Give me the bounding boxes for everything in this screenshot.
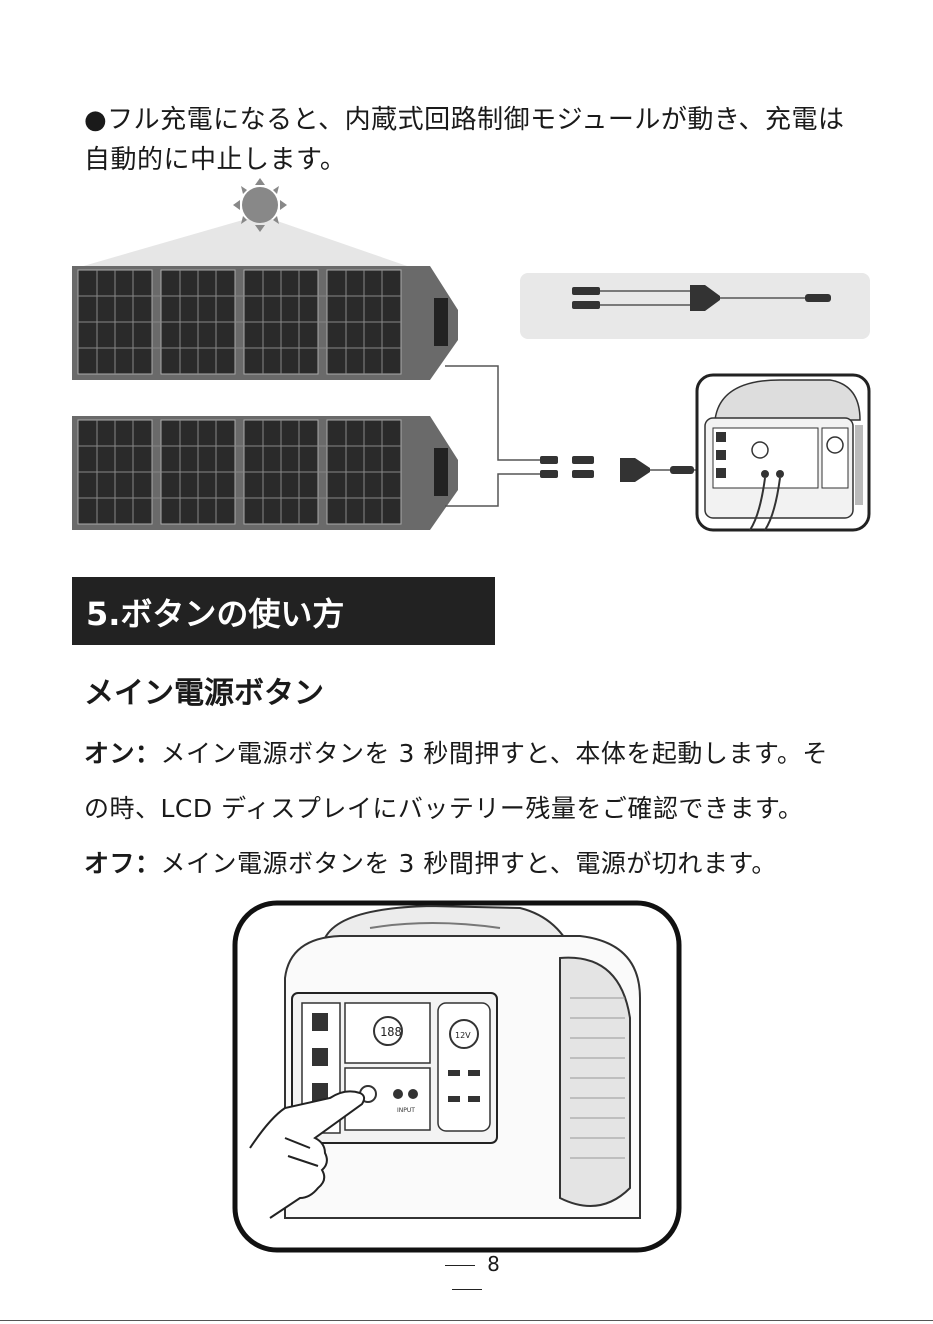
page-number-value: 8 [487, 1252, 500, 1276]
page-number: 8 [410, 1252, 523, 1300]
on-text-1: メイン電源ボタンを 3 秒間押すと、本体を起動します。そ [161, 739, 828, 768]
page-dash-right [452, 1289, 482, 1290]
lcd-readout: 188 [380, 1025, 402, 1039]
off-text: メイン電源ボタンを 3 秒間押すと、電源が切れます。 [161, 849, 777, 878]
ac-outlet-2 [312, 1048, 328, 1066]
y-connector-lower [540, 456, 694, 482]
solar-panel-bottom [72, 416, 458, 530]
off-line: オフ：メイン電源ボタンを 3 秒間押すと、電源が切れます。 [84, 844, 777, 884]
solar-panel-top [72, 266, 458, 380]
cable-lines [445, 366, 700, 506]
section-title: 5.ボタンの使い方 [86, 589, 344, 635]
section-header: 5.ボタンの使い方 [72, 577, 495, 645]
page-dash-left [445, 1265, 475, 1266]
power-button-illustration: 188 INPUT 12V [230, 898, 685, 1255]
solar-charging-illustration [60, 170, 880, 550]
intro-line-1: ●フル充電になると、内蔵式回路制御モジュールが動き、充電は [84, 100, 845, 140]
on-line-2: の時、LCD ディスプレイにバッテリー残量をご確認できます。 [84, 789, 803, 829]
input-label: INPUT [397, 1107, 415, 1114]
main-power-heading: メイン電源ボタン [84, 668, 324, 712]
ac-outlet-1 [312, 1013, 328, 1031]
on-label: オン： [84, 739, 161, 768]
bottom-rule [0, 1320, 933, 1321]
side-vent [560, 958, 630, 1206]
on-line-1: オン：メイン電源ボタンを 3 秒間押すと、本体を起動します。そ [84, 734, 828, 774]
car-port-label: 12V [455, 1031, 471, 1040]
sunlight-beam [80, 215, 410, 267]
off-label: オフ： [84, 849, 161, 878]
power-station-small [697, 375, 869, 530]
